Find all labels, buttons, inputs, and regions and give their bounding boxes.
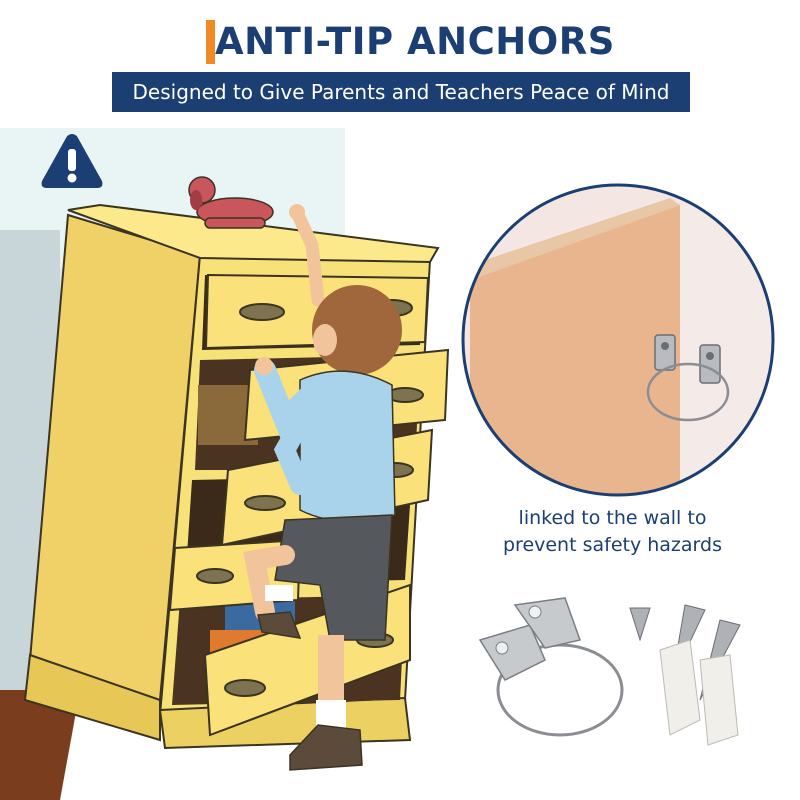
caption-line-2: prevent safety hazards (502, 534, 722, 556)
warning-icon (41, 134, 103, 188)
header: ANTI-TIP ANCHORS (0, 18, 800, 68)
page-title: ANTI-TIP ANCHORS (215, 20, 615, 63)
climbing-child (243, 204, 402, 771)
hardware-kit (478, 597, 741, 746)
accent-bar (206, 20, 215, 64)
subtitle-banner: Designed to Give Parents and Teachers Pe… (112, 72, 690, 112)
caption-line-1: linked to the wall to (518, 507, 707, 529)
anchor-caption: linked to the wall to prevent safety haz… (480, 505, 745, 559)
toy-dog (188, 176, 274, 229)
anchor-closeup (461, 183, 775, 497)
